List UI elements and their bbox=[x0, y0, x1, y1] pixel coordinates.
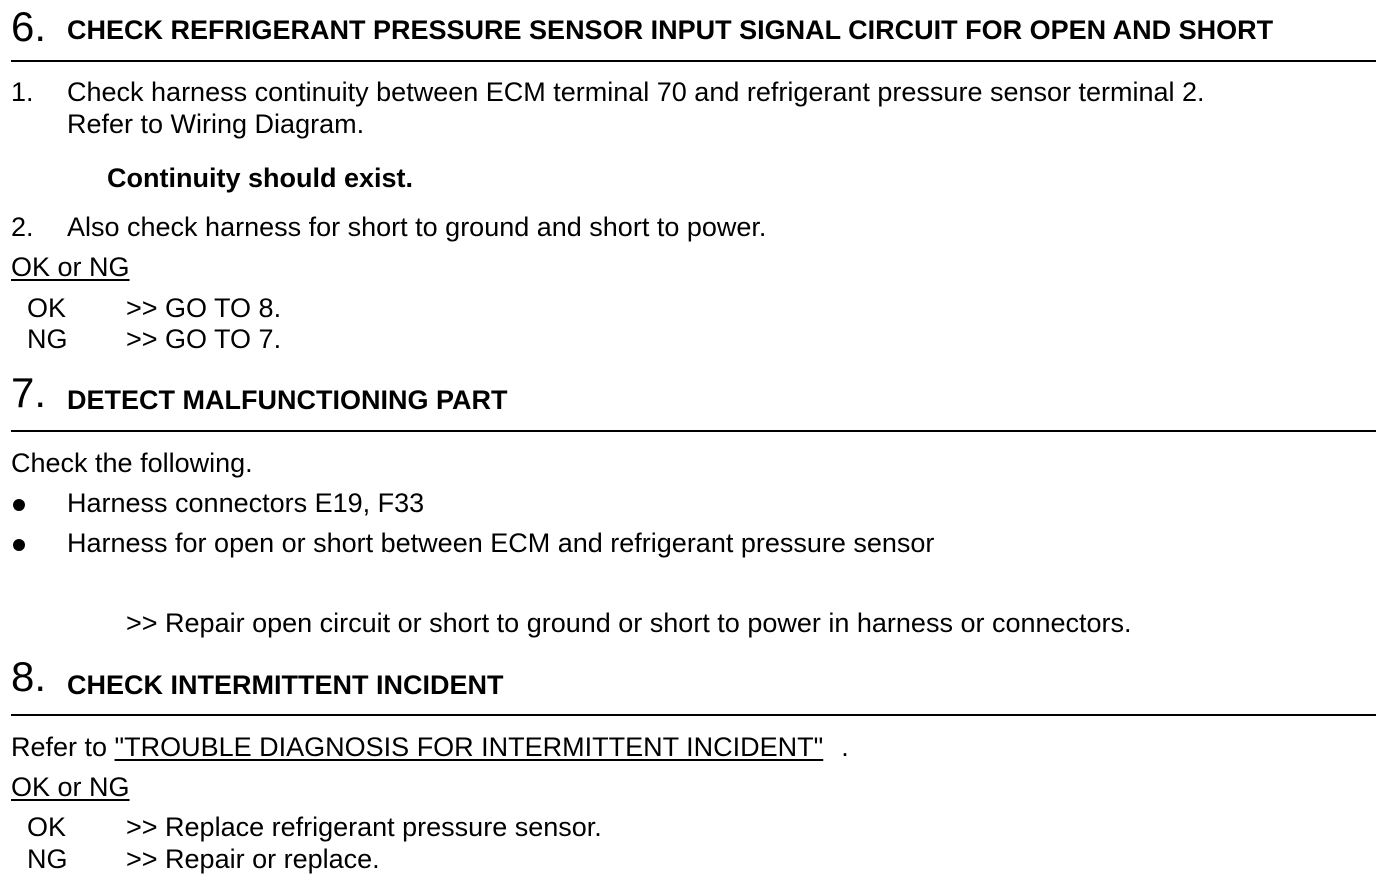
step-8-ok-action: >> Replace refrigerant pressure sensor. bbox=[126, 812, 602, 842]
bullet-icon bbox=[13, 539, 25, 551]
step-8-refer-prefix: Refer to bbox=[11, 732, 115, 762]
step-7-divider bbox=[11, 430, 1376, 432]
step-8-ng-action: >> Repair or replace. bbox=[126, 844, 380, 874]
step-6-spec: Continuity should exist. bbox=[107, 163, 414, 193]
step-6-item-1-number: 1. bbox=[11, 77, 34, 107]
step-8-title: CHECK INTERMITTENT INCIDENT bbox=[67, 670, 504, 700]
step-6-item-2-text: Also check harness for short to ground a… bbox=[67, 212, 767, 242]
step-7-title: DETECT MALFUNCTIONING PART bbox=[67, 385, 508, 415]
step-6-divider bbox=[11, 60, 1376, 62]
intermittent-incident-link[interactable]: "TROUBLE DIAGNOSIS FOR INTERMITTENT INCI… bbox=[114, 732, 824, 762]
bullet-icon bbox=[13, 499, 25, 511]
step-8-number: 8. bbox=[11, 653, 47, 700]
step-6-ok-action: >> GO TO 8. bbox=[126, 293, 282, 323]
step-6-item-1-line-2: Refer to Wiring Diagram. bbox=[67, 109, 365, 139]
step-7-bullet-2: Harness for open or short between ECM an… bbox=[67, 528, 935, 558]
step-8-divider bbox=[11, 714, 1376, 716]
step-6-title: CHECK REFRIGERANT PRESSURE SENSOR INPUT … bbox=[67, 15, 1274, 45]
step-6-ok-ng-label: OK or NG bbox=[11, 252, 130, 282]
step-8-refer-line: Refer to "TROUBLE DIAGNOSIS FOR INTERMIT… bbox=[11, 731, 849, 763]
step-6-item-1-line-1: Check harness continuity between ECM ter… bbox=[67, 77, 1205, 107]
step-6-number: 6. bbox=[11, 3, 47, 50]
step-7-intro: Check the following. bbox=[11, 448, 253, 478]
step-6-ok-label: OK bbox=[27, 293, 67, 323]
step-6-ng-label: NG bbox=[27, 324, 68, 354]
step-8-refer-suffix: . bbox=[841, 732, 849, 762]
step-8-ok-ng-label: OK or NG bbox=[11, 772, 130, 802]
step-6-item-2-number: 2. bbox=[11, 212, 34, 242]
step-8-ok-label: OK bbox=[27, 812, 67, 842]
step-7-number: 7. bbox=[11, 369, 47, 416]
step-6-ng-action: >> GO TO 7. bbox=[126, 324, 282, 354]
step-7-bullet-1: Harness connectors E19, F33 bbox=[67, 488, 425, 518]
step-7-action: >> Repair open circuit or short to groun… bbox=[126, 608, 1132, 638]
step-8-ng-label: NG bbox=[27, 844, 68, 874]
